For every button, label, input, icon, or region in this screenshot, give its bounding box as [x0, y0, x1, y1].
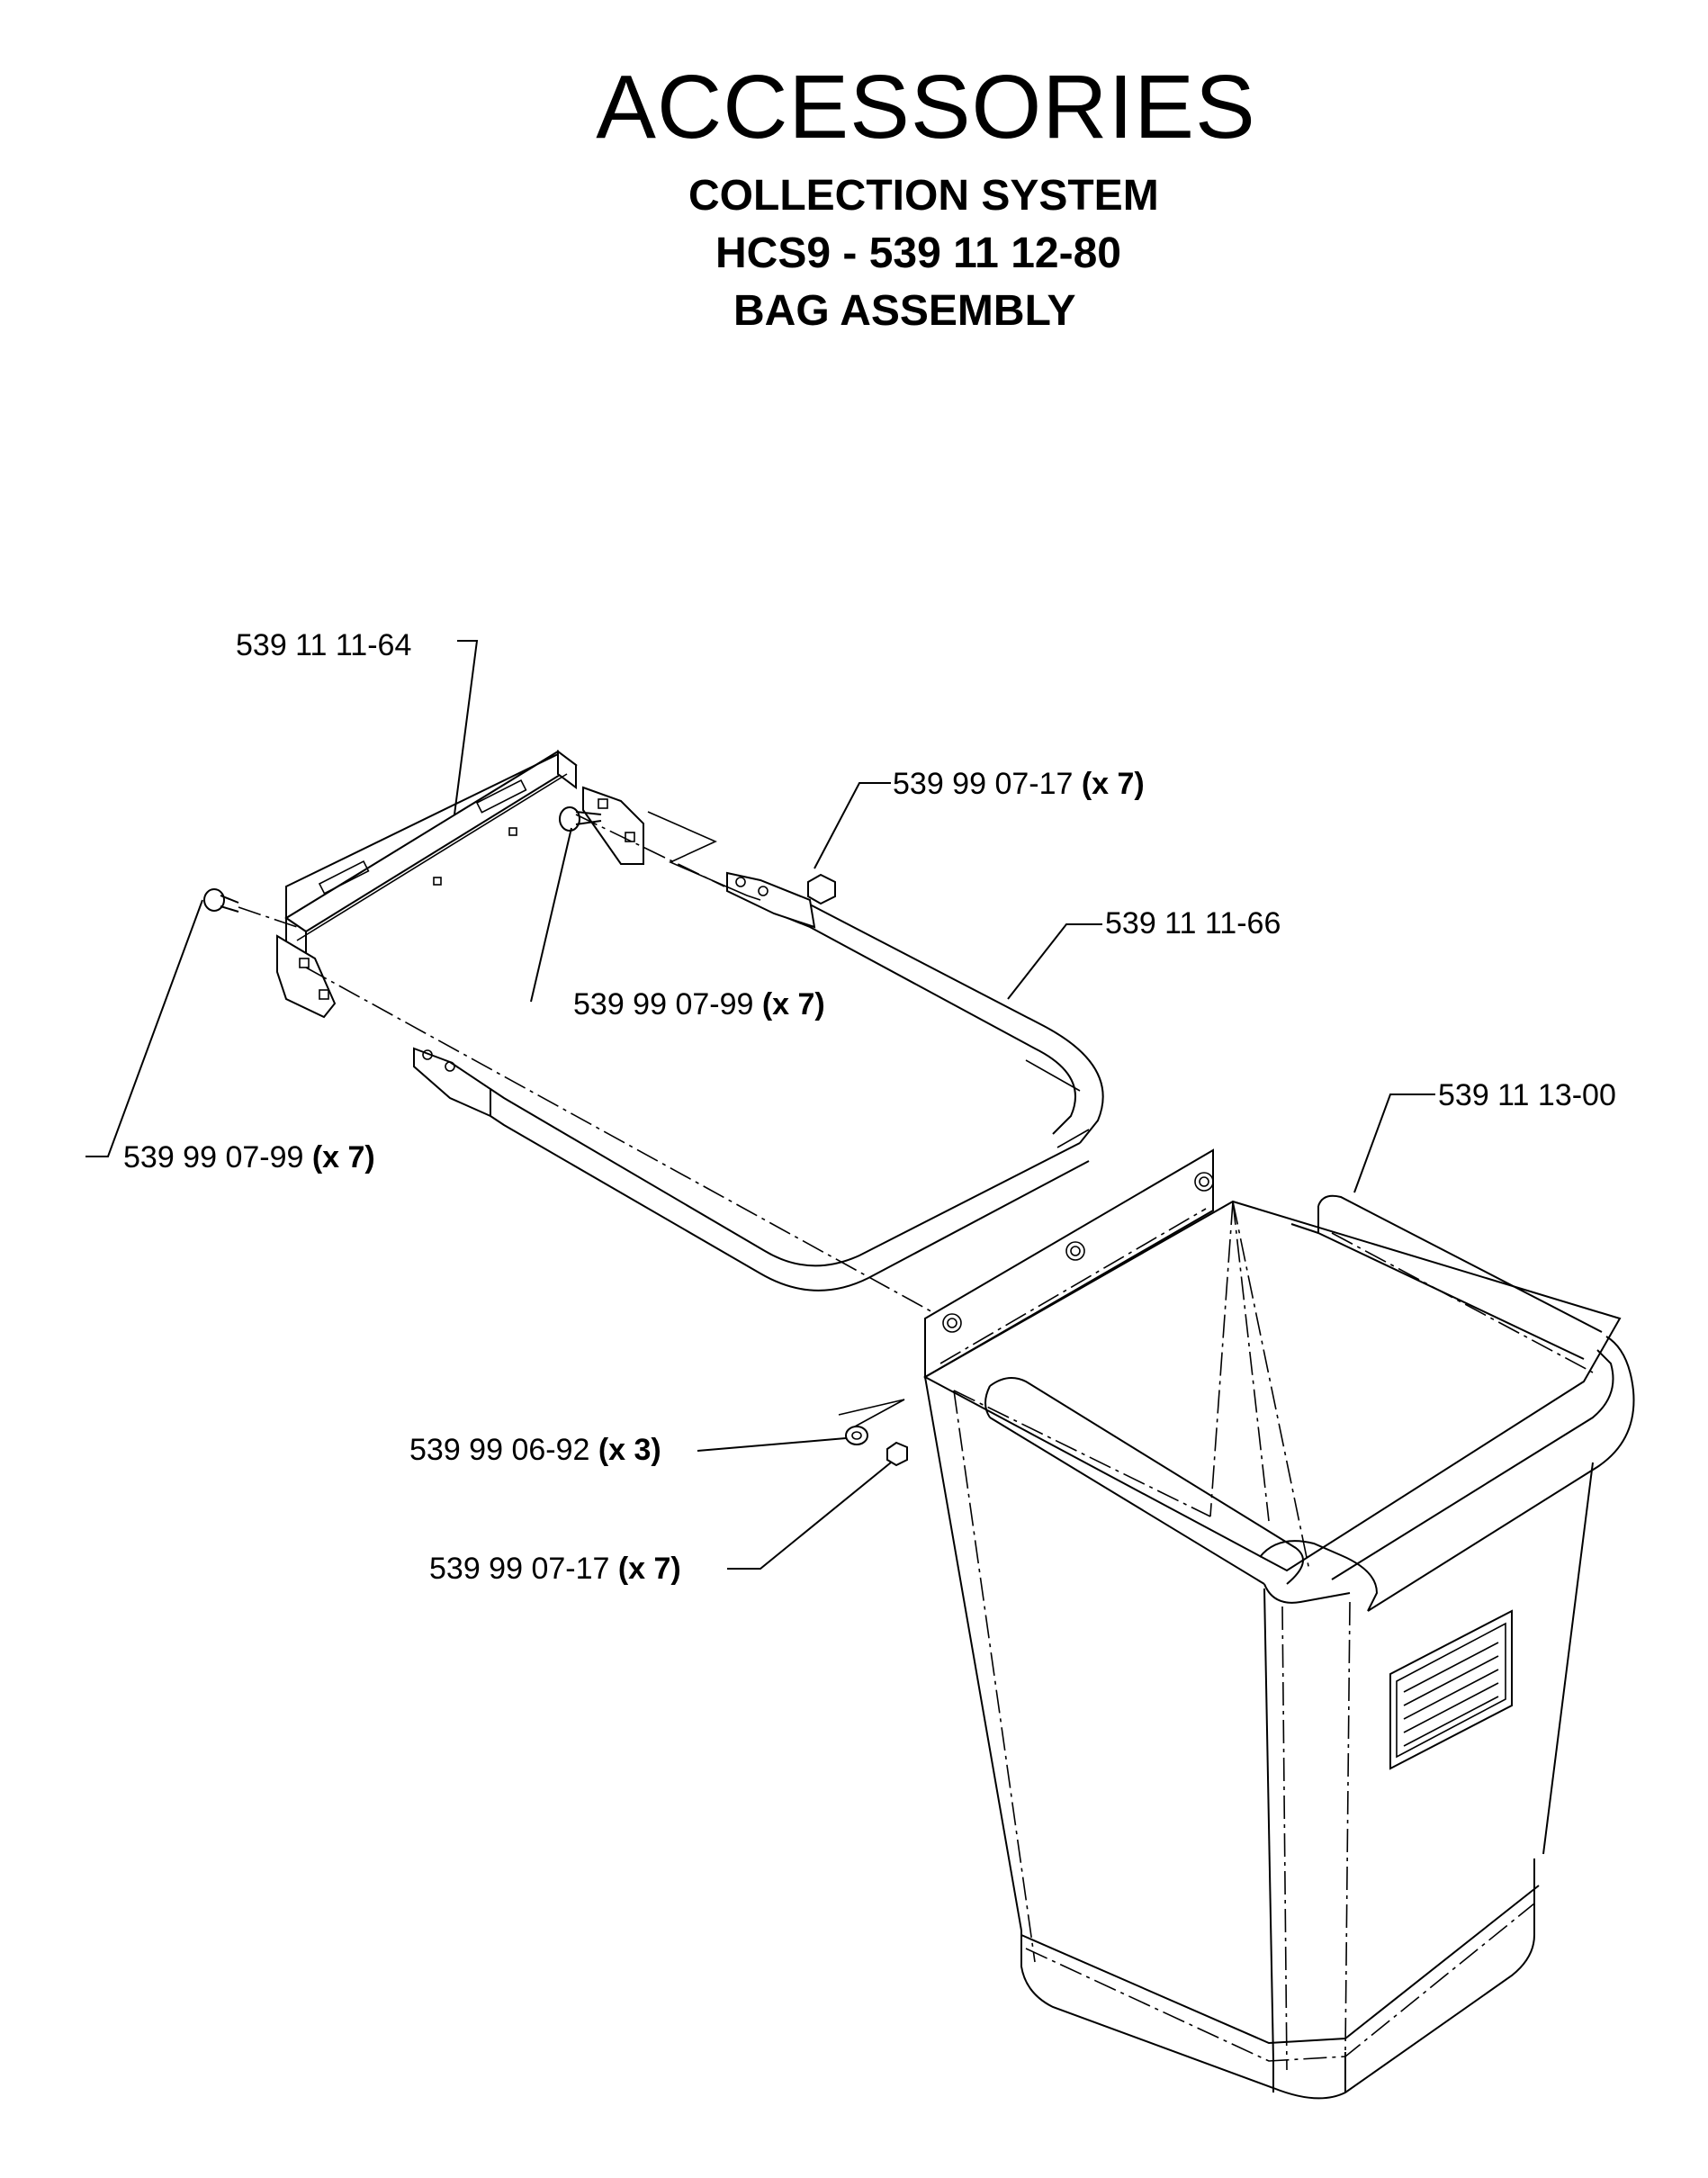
callout-bracket: 539 11 11-64: [236, 628, 411, 662]
washer: [845, 1426, 868, 1445]
callout-bolt-left: 539 99 07-99 (x 7): [123, 1140, 375, 1174]
mounting-bracket: [276, 750, 644, 1019]
subtitle-system: COLLECTION SYSTEM: [688, 172, 1159, 220]
callout-washer: 539 99 06-92 (x 3): [409, 1433, 661, 1467]
callout-bag: 539 11 13-00: [1438, 1078, 1616, 1112]
page-title: ACCESSORIES: [596, 57, 1256, 158]
nut-lower: [886, 1441, 908, 1467]
handle-frame: [413, 871, 1104, 1292]
bolt-center: [559, 806, 602, 832]
callout-bolt-center: 539 99 07-99 (x 7): [573, 987, 825, 1022]
collection-bag: [922, 1148, 1635, 2100]
subtitle-part-number: HCS9 - 539 11 12-80: [715, 230, 1121, 277]
callout-nut-lower: 539 99 07-17 (x 7): [429, 1552, 681, 1586]
callout-nut-upper: 539 99 07-17 (x 7): [893, 767, 1145, 801]
bolt-left: [203, 888, 298, 928]
subtitle-assembly: BAG ASSEMBLY: [733, 287, 1076, 335]
callout-handle-frame: 539 11 11-66: [1105, 906, 1281, 940]
